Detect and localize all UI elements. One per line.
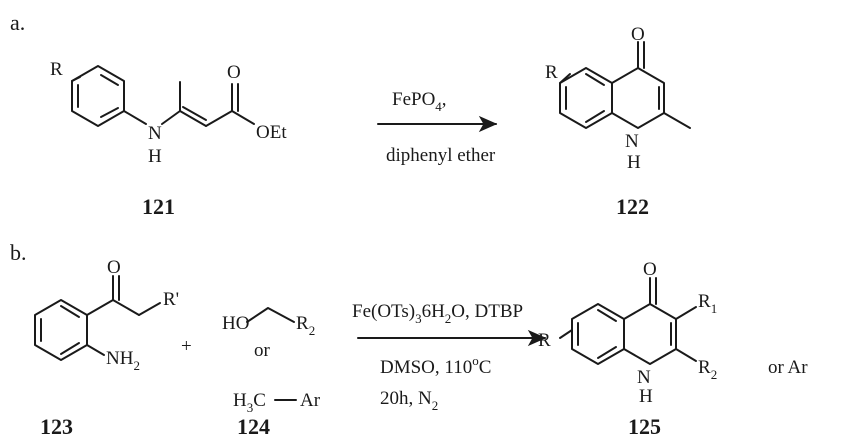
compound-123-structure: [34, 275, 161, 361]
atom-ar-124: Ar: [300, 390, 321, 411]
reaction-arrow-a: [377, 115, 498, 133]
atom-nh2-123: NH2: [106, 348, 140, 373]
atom-o-121: O: [227, 62, 241, 83]
atom-rprime-123: R': [163, 289, 179, 310]
atom-r-125: R: [538, 330, 551, 351]
compound-122-structure: [559, 41, 691, 129]
atom-h3c-124: H3C: [233, 390, 266, 415]
atom-n-122: N: [625, 131, 639, 152]
atom-h-125: H: [639, 386, 653, 407]
atom-r2-124: R2: [296, 313, 315, 338]
plus-sign: +: [181, 336, 192, 357]
atom-r2-125: R2: [698, 357, 717, 382]
condition-b-solvent-temp: DMSO, 110oC: [380, 353, 491, 378]
condition-a-reagent: FePO4,: [392, 89, 447, 114]
word-or-124: or: [254, 340, 271, 361]
atom-r-122: R: [545, 62, 558, 83]
compound-123-number: 123: [40, 414, 73, 439]
atom-r1-125: R1: [698, 291, 717, 316]
atom-r-121: R: [50, 59, 63, 80]
compound-121-number: 121: [142, 194, 175, 219]
or-ar-label: or Ar: [768, 357, 808, 378]
compound-122-number: 122: [616, 194, 649, 219]
condition-a-solvent: diphenyl ether: [386, 145, 496, 166]
atom-o-122: O: [631, 24, 645, 45]
reaction-arrow-b: [357, 329, 547, 347]
atom-o-123: O: [107, 257, 121, 278]
part-b-label: b.: [10, 240, 27, 265]
atom-oet-121: OEt: [256, 122, 287, 143]
condition-b-catalyst: Fe(OTs)36H2O, DTBP: [352, 301, 523, 326]
compound-124-number: 124: [237, 414, 270, 439]
atom-ho-124: HO: [222, 313, 249, 334]
compound-124-structure: [246, 307, 297, 401]
compound-121-structure: [71, 65, 255, 127]
condition-b-time-atm: 20h, N2: [380, 388, 438, 413]
compound-125-number: 125: [628, 414, 661, 439]
atom-n-121: N: [148, 123, 162, 144]
part-a-label: a.: [10, 10, 25, 35]
atom-h-121: H: [148, 146, 162, 167]
atom-o-125: O: [643, 259, 657, 280]
atom-h-122: H: [627, 152, 641, 173]
atom-n-125: N: [637, 367, 651, 388]
compound-125-structure: [559, 277, 697, 365]
